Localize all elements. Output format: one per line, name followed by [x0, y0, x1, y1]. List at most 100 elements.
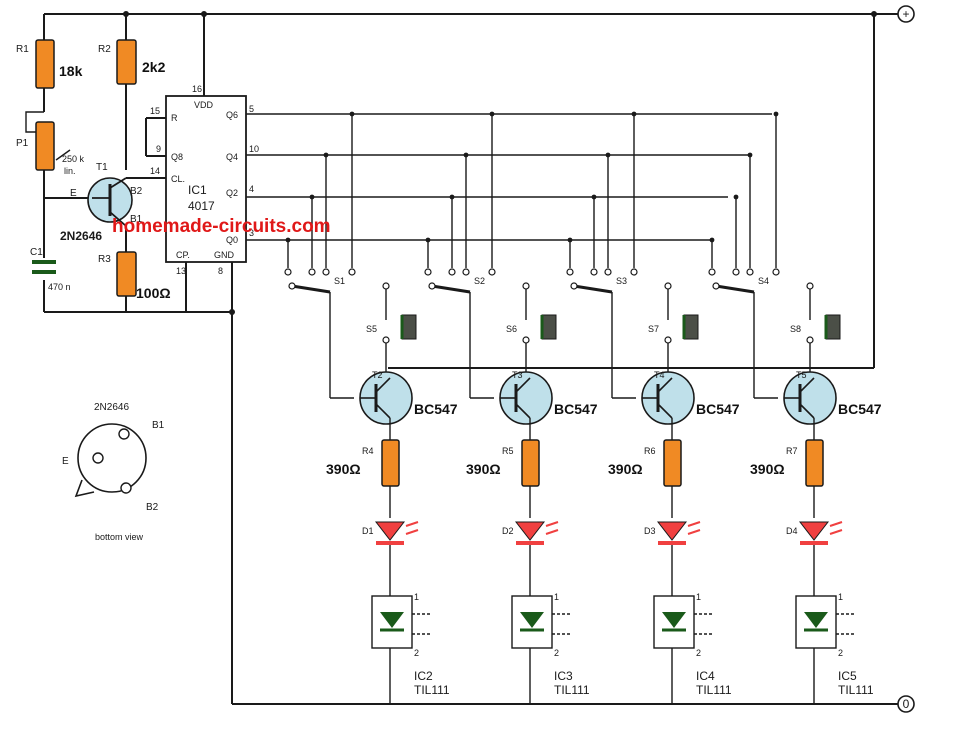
led-icon [374, 521, 406, 541]
t1-pin-b2: B2 [130, 186, 143, 197]
ic1-name: IC1 [188, 183, 207, 197]
rotary-switch-label: S4 [758, 276, 769, 286]
transistor-part: BC547 [696, 401, 740, 417]
resistor-icon [805, 439, 824, 487]
optocoupler-name: IC4 [696, 669, 715, 683]
resistor-icon [381, 439, 400, 487]
ground-terminal-icon [897, 695, 915, 713]
resistor-icon [663, 439, 682, 487]
resistor-icon [521, 439, 540, 487]
resistor-value: 390Ω [326, 461, 361, 477]
resistor-label: R5 [502, 446, 514, 456]
optocoupler-name: IC2 [414, 669, 433, 683]
optocoupler-pin2: 2 [554, 648, 559, 658]
optocoupler-pin2: 2 [414, 648, 419, 658]
resistor-value: 390Ω [466, 461, 501, 477]
transistor-label: T5 [796, 370, 807, 380]
push-button-label: S8 [790, 324, 801, 334]
resistor-value: 390Ω [608, 461, 643, 477]
ic1-pinnum-q0: 3 [249, 228, 254, 238]
optocoupler-led-icon [662, 612, 686, 628]
led-label: D2 [502, 526, 514, 536]
p1-ref: P1 [16, 138, 29, 149]
timer-section: R1 18k P1 250 k lin. C1 470 n R2 2k2 R3 … [16, 14, 232, 313]
transistor-part: BC547 [838, 401, 882, 417]
watermark-text: homemade-circuits.com [112, 216, 331, 237]
ic1-pinnum-q2: 4 [249, 184, 254, 194]
ic1-pin-q4: Q4 [226, 152, 238, 162]
push-button-label: S7 [648, 324, 659, 334]
positive-rail: + [44, 5, 915, 369]
ic1-pinnum-q6: 5 [249, 104, 254, 114]
pinout-e: E [62, 456, 69, 467]
r2-resistor-icon [116, 39, 137, 85]
ic1-pinnum-cl: 14 [150, 166, 160, 176]
channels: S1S5T2BC547R4390ΩD112IC2TIL111S2S6T3BC54… [284, 111, 882, 704]
led-icon [514, 521, 546, 541]
led-icon [656, 521, 688, 541]
ic1-body [165, 95, 247, 263]
ground-terminal-label: 0 [903, 697, 910, 711]
resistor-value: 390Ω [750, 461, 785, 477]
optocoupler-pin1: 1 [414, 592, 419, 602]
r3-resistor-icon [116, 251, 137, 297]
optocoupler-name: IC3 [554, 669, 573, 683]
push-button-icon[interactable] [683, 314, 699, 340]
rotary-switch-lever-icon[interactable] [431, 284, 471, 294]
ic1-pin-cl: CL. [171, 174, 185, 184]
ic1-pin-q0: Q0 [226, 235, 238, 245]
ic1-pin-gnd: GND [214, 250, 235, 260]
p1-potentiometer-icon [35, 121, 55, 171]
push-button-icon[interactable] [825, 314, 841, 340]
resistor-label: R7 [786, 446, 798, 456]
ic1-pin-cp: CP. [176, 250, 190, 260]
push-button-label: S6 [506, 324, 517, 334]
r3-value: 100Ω [136, 285, 171, 301]
optocoupler-part: TIL111 [414, 683, 450, 697]
rotary-switch-label: S2 [474, 276, 485, 286]
rotary-switch-label: S1 [334, 276, 345, 286]
optocoupler-led-icon [380, 612, 404, 628]
p1-note: lin. [64, 166, 76, 176]
t1-ref: T1 [96, 162, 108, 173]
rotary-switch-lever-icon[interactable] [573, 284, 613, 294]
p1-value: 250 k [62, 154, 85, 164]
transistor-part: BC547 [554, 401, 598, 417]
led-icon [798, 521, 830, 541]
rotary-switch-label: S3 [616, 276, 627, 286]
t1-pin-b1: B1 [130, 214, 143, 225]
push-button-icon[interactable] [541, 314, 557, 340]
push-button-label: S5 [366, 324, 377, 334]
ic1-pinnum-r: 15 [150, 106, 160, 116]
optocoupler-led-icon [804, 612, 828, 628]
pinout-title: 2N2646 [94, 402, 129, 413]
led-label: D3 [644, 526, 656, 536]
ic1-pinnum-q8: 9 [156, 144, 161, 154]
optocoupler-part: TIL111 [696, 683, 732, 697]
pinout-caption: bottom view [95, 532, 144, 542]
transistor-label: T4 [654, 370, 665, 380]
pinout-b1: B1 [152, 420, 165, 431]
p1-wiper-arrow-icon [55, 149, 71, 161]
c1-value: 470 n [48, 282, 71, 292]
r1-resistor-icon [35, 39, 55, 89]
positive-terminal-label: + [902, 7, 909, 21]
rotary-switch-lever-icon[interactable] [715, 284, 755, 294]
ic1-pinnum-cp: 13 [176, 266, 186, 276]
resistor-label: R6 [644, 446, 656, 456]
push-button-icon[interactable] [401, 314, 417, 340]
optocoupler-part: TIL111 [554, 683, 590, 697]
t1-pin-e: E [70, 188, 77, 199]
ic1-pinnum-vdd: 16 [192, 84, 202, 94]
led-label: D4 [786, 526, 798, 536]
optocoupler-part: TIL111 [838, 683, 874, 697]
ic1-pin-r: R [171, 113, 178, 123]
ic1-pin-q2: Q2 [226, 188, 238, 198]
rotary-switch-lever-icon[interactable] [291, 284, 331, 294]
